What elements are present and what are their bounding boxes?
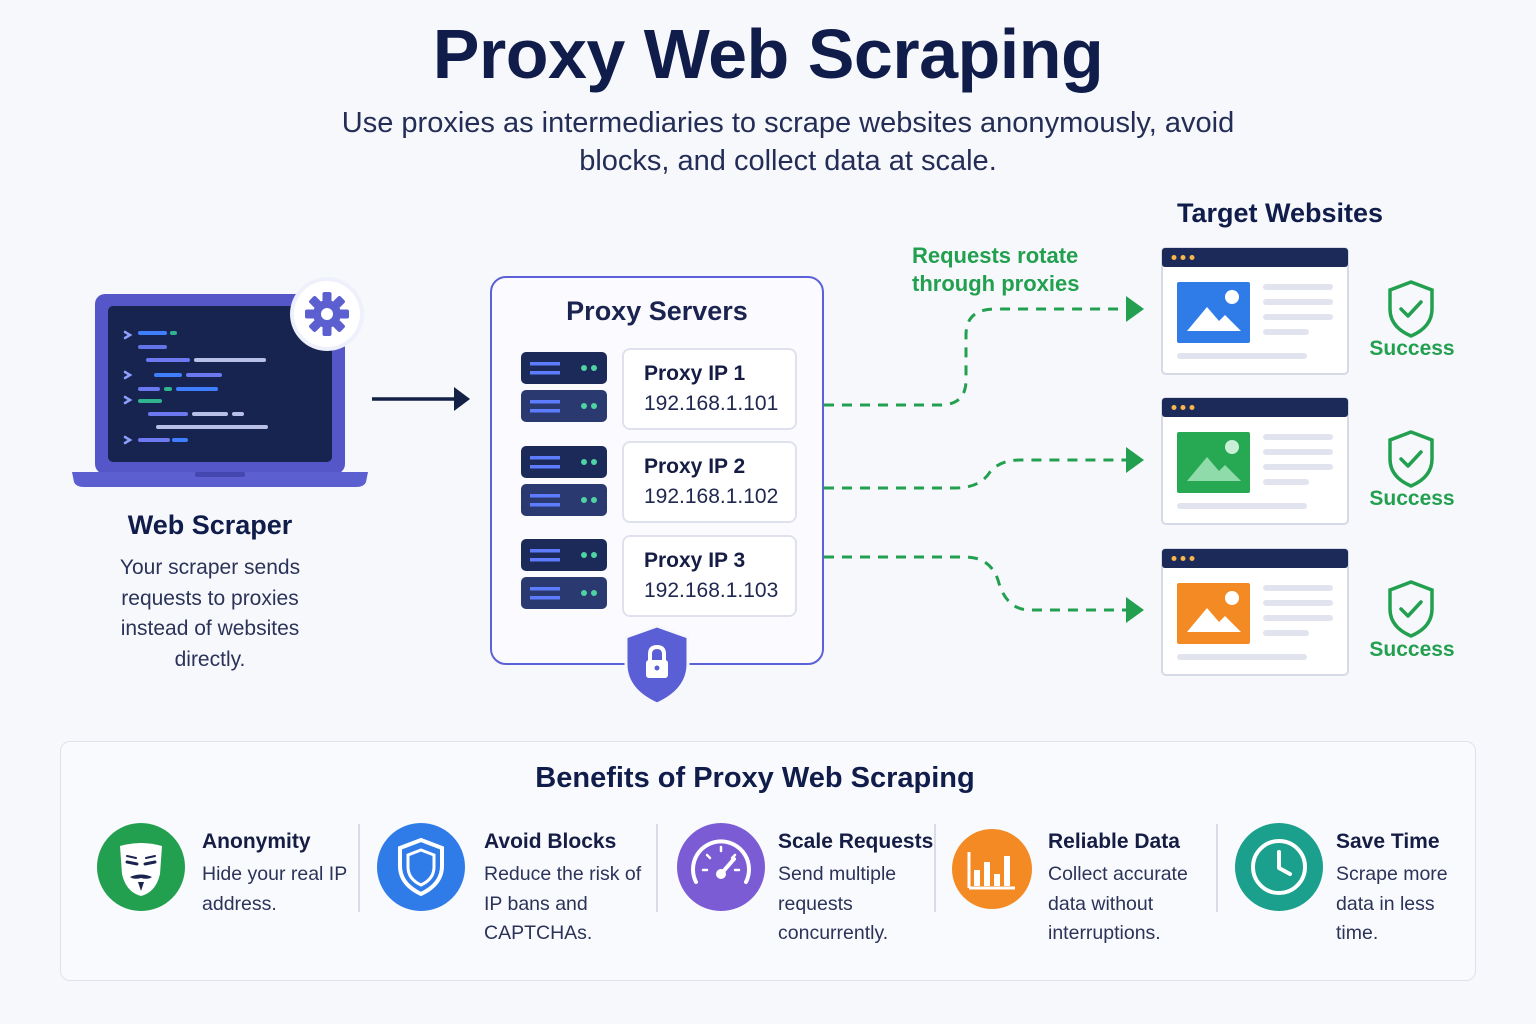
benefits-title: Benefits of Proxy Web Scraping: [535, 762, 975, 794]
site-image: [1177, 282, 1250, 343]
arrowhead: [1126, 296, 1144, 322]
benefit-title: Anonymity: [202, 830, 311, 853]
page-title: Proxy Web Scraping: [432, 15, 1104, 93]
shield-icon: [377, 823, 465, 911]
page-subtitle: Use proxies as intermediaries to scrape …: [341, 107, 1235, 177]
server-icon: [521, 352, 607, 422]
divider: [1216, 824, 1218, 912]
benefit-description: Scrape more data in less time.: [1336, 863, 1448, 944]
benefit-title: Reliable Data: [1048, 830, 1180, 853]
benefit-title: Scale Requests: [778, 830, 934, 853]
arrow-right-icon: [372, 387, 470, 411]
arrowhead: [1126, 597, 1144, 623]
server-icon: [521, 539, 607, 609]
clock-icon: [1235, 823, 1323, 911]
laptop-icon: [72, 277, 368, 487]
proxy-name: Proxy IP 3: [644, 549, 746, 572]
mask-icon: [97, 823, 185, 911]
website-window-icon: [1161, 397, 1349, 525]
success-label: Success: [1369, 337, 1455, 360]
proxy-name: Proxy IP 2: [644, 455, 746, 478]
web-scraper-title: Web Scraper: [127, 510, 293, 540]
success-shield-icon: [1388, 430, 1434, 488]
proxy-ip: 192.168.1.103: [644, 579, 779, 602]
proxy-card: Proxy IP 2 192.168.1.102: [622, 441, 797, 523]
benefit-description: Send multiple requests concurrently.: [778, 863, 897, 944]
connector-line: [824, 555, 1127, 612]
rotate-label: Requests rotate through proxies: [912, 243, 1080, 296]
success-label: Success: [1369, 638, 1455, 661]
benefit-title: Save Time: [1336, 830, 1440, 853]
proxy-card: Proxy IP 1 192.168.1.101: [622, 348, 797, 430]
proxy-ip: 192.168.1.102: [644, 485, 779, 508]
benefit-item: Avoid Blocks Reduce the risk of IP bans …: [484, 830, 649, 949]
divider: [934, 824, 936, 912]
web-scraper-description: Your scraper sends requests to proxies i…: [119, 556, 301, 671]
success-shield-icon: [1388, 580, 1434, 638]
bar-chart-icon: [952, 829, 1032, 909]
proxy-ip: 192.168.1.101: [644, 392, 779, 415]
arrowhead: [1126, 447, 1144, 473]
benefit-description: Collect accurate data without interrupti…: [1048, 863, 1188, 944]
target-websites-title: Target Websites: [1176, 198, 1384, 228]
success-shield-icon: [1388, 280, 1434, 338]
proxy-name: Proxy IP 1: [644, 362, 746, 385]
benefit-description: Hide your real IP address.: [202, 863, 347, 915]
benefit-item: Anonymity Hide your real IP address.: [202, 830, 352, 919]
benefit-title: Avoid Blocks: [484, 830, 617, 853]
proxy-card: Proxy IP 3 192.168.1.103: [622, 535, 797, 617]
site-image: [1177, 432, 1250, 493]
speedometer-icon: [677, 823, 765, 911]
connector-line: [824, 307, 1127, 407]
benefit-item: Save Time Scrape more data in less time.: [1336, 830, 1466, 949]
connector-line: [824, 458, 1127, 490]
success-label: Success: [1369, 487, 1455, 510]
benefit-description: Reduce the risk of IP bans and CAPTCHAs.: [484, 863, 642, 944]
benefit-item: Reliable Data Collect accurate data with…: [1048, 830, 1208, 949]
website-window-icon: [1161, 548, 1349, 676]
website-window-icon: [1161, 247, 1349, 375]
site-image: [1177, 583, 1250, 644]
lock-shield-icon: [624, 624, 690, 706]
divider: [656, 824, 658, 912]
server-icon: [521, 446, 607, 516]
proxy-servers-title: Proxy Servers: [566, 296, 748, 326]
benefit-item: Scale Requests Send multiple requests co…: [778, 830, 936, 949]
divider: [358, 824, 360, 912]
